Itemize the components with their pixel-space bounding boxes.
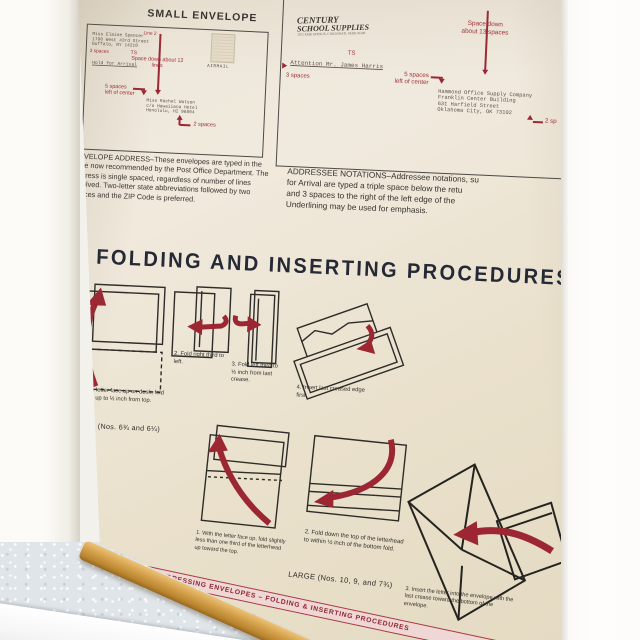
wall-right — [561, 0, 640, 640]
wall-left — [0, 0, 80, 640]
small-step3-diagram — [232, 289, 280, 369]
small-step2-diagram — [171, 286, 232, 359]
large-step3-diagram — [407, 463, 563, 622]
small-step4-diagram — [293, 302, 405, 400]
poster-sheet: SMALL ENVELOPE Miss Elaine Spencer 1790 … — [78, 0, 563, 640]
large-size-label: LARGE (Nos. 10, 9, and 7¾) — [287, 569, 394, 590]
poster-content: SMALL ENVELOPE Miss Elaine Spencer 1790 … — [78, 0, 563, 640]
large-step1-diagram — [200, 424, 290, 529]
large-fold-row: 1. With the letter face up, fold slightl… — [78, 0, 563, 640]
large-step2-caption: 2. Fold down the top of the letterhead t… — [303, 529, 404, 553]
large-step1-caption: 1. With the letter face up, fold slightl… — [194, 529, 286, 555]
large-step2-diagram — [306, 434, 408, 522]
